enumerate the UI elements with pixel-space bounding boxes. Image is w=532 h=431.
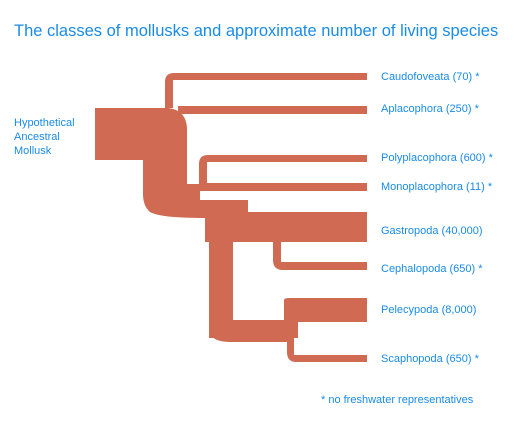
class-name: Scaphopoda xyxy=(381,353,443,365)
footnote-marker: * xyxy=(474,353,479,365)
branch-polyplacophora xyxy=(199,155,367,184)
class-name: Pelecypoda xyxy=(381,304,439,316)
footnote-marker: * xyxy=(488,152,493,164)
root-label-line: Ancestral xyxy=(14,131,60,143)
class-name: Gastropoda xyxy=(381,225,439,237)
class-name: Monoplacophora xyxy=(381,181,463,193)
leaf-gastropoda: Gastropoda (40,000) xyxy=(381,225,483,237)
branch-monoplacophora xyxy=(200,183,367,191)
species-count: (600) xyxy=(459,152,486,164)
leaf-scaphopoda: Scaphopoda (650) * xyxy=(381,353,479,365)
diagram-title: The classes of mollusks and approximate … xyxy=(14,22,499,40)
species-count: (11) xyxy=(466,181,485,193)
leaf-monoplacophora: Monoplacophora (11) * xyxy=(381,181,492,193)
branch-aplacophora xyxy=(178,106,367,114)
leaf-polyplacophora: Polyplacophora (600) * xyxy=(381,152,493,164)
root-label-line: Mollusk xyxy=(14,145,52,157)
root-label: Hypothetical Ancestral Mollusk xyxy=(14,116,75,158)
leaf-pelecypoda: Pelecypoda (8,000) xyxy=(381,304,476,316)
leaf-cephalopoda: Cephalopoda (650) * xyxy=(381,263,483,275)
branch-gastropoda xyxy=(205,212,367,242)
branch-node-4 xyxy=(209,320,291,342)
species-count: (40,000) xyxy=(441,225,483,237)
class-name: Polyplacophora xyxy=(381,152,457,164)
species-count: (250) xyxy=(445,103,472,115)
class-name: Caudofoveata xyxy=(381,71,450,83)
root-label-line: Hypothetical xyxy=(14,117,75,129)
species-count: (650) xyxy=(445,353,472,365)
species-count: (70) xyxy=(452,71,473,83)
branch-cephalopoda xyxy=(273,242,367,270)
branch-node-3 xyxy=(209,218,233,338)
branch-scaphopoda xyxy=(287,336,367,362)
class-name: Cephalopoda xyxy=(381,263,447,275)
footnote-marker: * xyxy=(474,103,479,115)
leaf-caudofoveata: Caudofoveata (70) * xyxy=(381,71,479,83)
leaf-aplacophora: Aplacophora (250) * xyxy=(381,103,479,115)
branch-caudofoveata xyxy=(165,73,367,108)
footnote-marker: * xyxy=(487,181,493,193)
species-count: (8,000) xyxy=(441,304,477,316)
footnote: * no freshwater representatives xyxy=(321,394,474,406)
footnote-marker: * xyxy=(478,263,483,275)
branch-node-2 xyxy=(143,150,248,218)
footnote-marker: * xyxy=(475,71,480,83)
species-count: (650) xyxy=(449,263,476,275)
branch-pelecypoda xyxy=(284,298,367,338)
class-name: Aplacophora xyxy=(381,103,443,115)
cladogram-branches xyxy=(95,73,367,362)
